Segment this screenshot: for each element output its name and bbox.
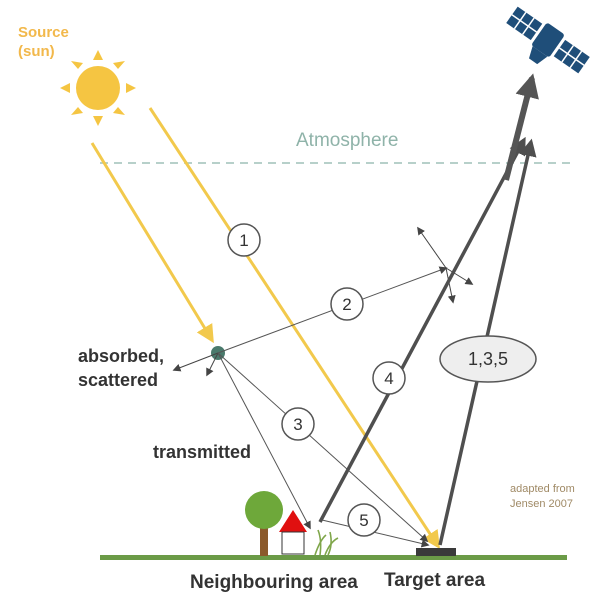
path-1-marker: 1 xyxy=(227,223,261,257)
path-135-label: 1,3,5 xyxy=(468,349,508,369)
credit-line1: adapted from xyxy=(510,483,575,495)
tree-icon xyxy=(245,491,283,556)
scatter-arrow-left xyxy=(172,352,219,372)
satellite-icon xyxy=(506,6,590,74)
path-5-marker: 5 xyxy=(347,503,381,537)
atmosphere-label: Atmosphere xyxy=(296,130,398,151)
path-3-label: 3 xyxy=(293,415,302,434)
sun-icon xyxy=(60,50,136,126)
house-icon xyxy=(279,510,307,555)
path-3-marker: 3 xyxy=(281,407,315,441)
path-4-arrow xyxy=(318,136,526,523)
scatter2-arrow-up xyxy=(417,226,447,269)
path-5-label: 5 xyxy=(359,511,368,530)
sensor-arrow xyxy=(503,73,539,181)
path-4-label: 4 xyxy=(384,369,393,388)
transmitted-label: transmitted xyxy=(153,442,251,462)
scattered-label: scattered xyxy=(78,370,158,390)
scatter-arrow-down xyxy=(206,352,219,377)
solar-ray-scattered xyxy=(90,142,214,344)
source-sublabel: (sun) xyxy=(18,43,55,60)
path-4-marker: 4 xyxy=(372,361,406,395)
path-2-label: 2 xyxy=(342,295,351,314)
neighbouring-area-label: Neighbouring area xyxy=(190,572,358,593)
path-3-arrow xyxy=(217,352,429,543)
path-135-marker: 1,3,5 xyxy=(439,335,537,383)
path-2-marker: 2 xyxy=(330,287,364,321)
scatter2-arrow-down xyxy=(445,267,456,304)
absorbed-label: absorbed, xyxy=(78,346,164,366)
target-area-label: Target area xyxy=(384,570,485,591)
credit-line2: Jensen 2007 xyxy=(510,498,573,510)
solar-ray-direct xyxy=(148,107,440,550)
target-patch xyxy=(416,548,456,556)
source-label: Source xyxy=(18,24,69,41)
transmitted-arrow xyxy=(217,352,311,530)
grass-icon xyxy=(314,529,339,556)
scatter2-arrow-right xyxy=(445,267,474,285)
path-1-label: 1 xyxy=(239,231,248,250)
ground-line xyxy=(100,555,567,560)
